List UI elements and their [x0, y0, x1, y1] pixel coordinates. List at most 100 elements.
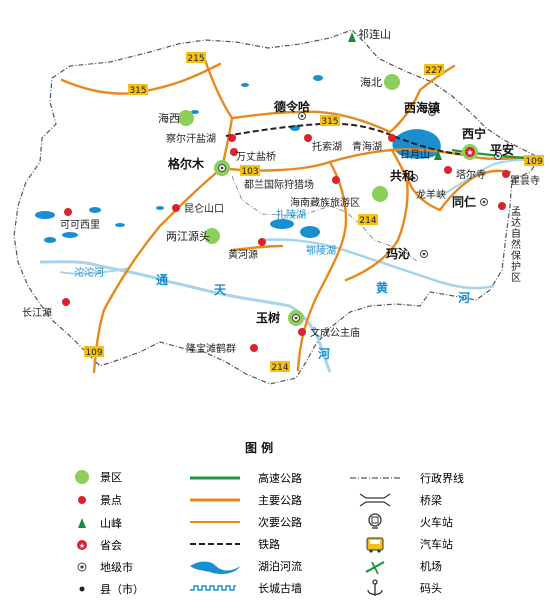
legend-peak-icon [78, 518, 86, 528]
label-wencheng: 文成公主庙 [310, 326, 360, 339]
svg-text:109: 109 [85, 348, 102, 358]
spot-marker [172, 204, 180, 212]
scenic-areas [178, 74, 478, 326]
label-longbao: 隆宝滩鹤群 [186, 342, 236, 355]
svg-text:215: 215 [187, 54, 204, 64]
label-haibei: 海北 [360, 75, 382, 89]
legend-county-icon [79, 586, 85, 592]
label-yushu: 玉树 [256, 310, 280, 325]
spot-marker [332, 176, 340, 184]
peak-icon [434, 150, 442, 160]
legend-spot-label: 景点 [100, 494, 122, 507]
peaks [348, 32, 442, 160]
legend-expressway-label: 高速公路 [258, 471, 302, 485]
label-mengda: 孟达自然保护区 [509, 206, 521, 283]
label-taersi: 塔尔寺 [456, 168, 486, 181]
route-badge-103: 103 [240, 165, 260, 177]
label-haixi: 海西 [158, 111, 180, 125]
legend-boundary-label: 行政界线 [420, 471, 464, 485]
label-qinghaihu: 青海湖 [352, 140, 382, 153]
spot-marker [502, 170, 510, 178]
railway [225, 122, 461, 155]
peak-icon [348, 32, 356, 42]
main-roads [60, 58, 542, 374]
route-badge-214: 214 [358, 214, 378, 226]
scenic-marker [384, 74, 400, 90]
legend-railway-label: 铁路 [258, 538, 280, 551]
province-boundary [13, 29, 541, 385]
svg-text:214: 214 [359, 216, 376, 226]
legend-lake-river-label: 湖泊河流 [258, 559, 302, 573]
label-wanzhanqiao: 万丈盐桥 [236, 150, 276, 163]
label-kunlunshankou: 昆仑山口 [184, 202, 224, 215]
lake-eling [300, 226, 320, 238]
legend-capital-label: 省会 [100, 539, 122, 552]
label-tuosuohu: 托索湖 [312, 140, 342, 153]
label-river-tian: 天 [214, 283, 227, 297]
expressway [451, 148, 527, 160]
river-huanghe [261, 238, 495, 290]
label-pingan: 平安 [490, 142, 514, 157]
admin-line [231, 175, 419, 263]
label-qutansi: 瞿昙寺 [510, 175, 540, 187]
legend-bridge-label: 桥梁 [420, 493, 442, 507]
route-badge-109: 109 [524, 155, 544, 167]
spot-marker [230, 148, 238, 156]
capital-star-icon: ★ [465, 147, 475, 157]
legend-great-wall-label: 长城古墙 [258, 581, 302, 595]
svg-text:109: 109 [525, 157, 542, 167]
legend-secondary-road-label: 次要公路 [258, 515, 302, 529]
label-river-he1: 河 [317, 346, 330, 361]
legend-main-road-label: 主要公路 [258, 494, 302, 507]
route-badge-315: 315 [128, 84, 148, 96]
lake-small [44, 237, 56, 243]
lake-small [89, 207, 101, 213]
spot-marker [444, 166, 452, 174]
legend-title: 图 例 [245, 440, 273, 455]
label-huangheyuan: 黄河源 [228, 248, 258, 261]
label-kekexili: 可可西里 [60, 219, 100, 231]
label-geermu: 格尔木 [168, 156, 205, 171]
label-changjiangyuan: 长江源 [22, 306, 52, 319]
lake-small [62, 232, 78, 238]
label-zhalinghu: 扎陵湖 [276, 208, 306, 221]
label-xining: 西宁 [462, 126, 486, 141]
svg-text:103: 103 [241, 167, 258, 177]
svg-text:227: 227 [425, 66, 442, 76]
lake-small [156, 206, 164, 210]
spot-marker [62, 298, 70, 306]
scenic-marker [372, 186, 388, 202]
legend-train-station-icon [368, 513, 382, 529]
svg-text:315: 315 [321, 117, 338, 127]
river-tuotuo [59, 267, 131, 275]
label-river-he2: 河 [457, 290, 470, 305]
spot-marker [228, 134, 236, 142]
route-badge-109: 109 [84, 346, 104, 358]
svg-text:★: ★ [466, 148, 473, 157]
route-badge-227: 227 [424, 64, 444, 76]
label-delingha: 德令哈 [274, 99, 310, 114]
legend-bus-station-label: 汽车站 [420, 537, 453, 551]
legend-airport-icon [365, 561, 385, 575]
legend-port-label: 码头 [420, 582, 442, 595]
svg-text:315: 315 [129, 86, 146, 96]
river-east [439, 159, 533, 197]
lake-small [241, 83, 249, 87]
legend-city-label: 地级市 [100, 560, 133, 574]
lake-small [115, 223, 125, 227]
scenic-marker [204, 228, 220, 244]
legend-capital-icon [77, 540, 87, 550]
svg-text:214: 214 [271, 363, 288, 373]
label-eling: 鄂陵湖 [306, 245, 336, 257]
spot-marker [258, 238, 266, 246]
legend-bus-station-icon [366, 537, 384, 553]
spot-marker [498, 202, 506, 210]
label-maqin: 玛沁 [386, 246, 410, 261]
spot-marker [304, 134, 312, 142]
legend-scenic-label: 景区 [100, 471, 122, 484]
label-river-huang: 黄 [376, 280, 388, 295]
legend-scenic-icon [75, 470, 89, 484]
route-badge-215: 215 [186, 52, 206, 64]
spots [62, 134, 510, 352]
